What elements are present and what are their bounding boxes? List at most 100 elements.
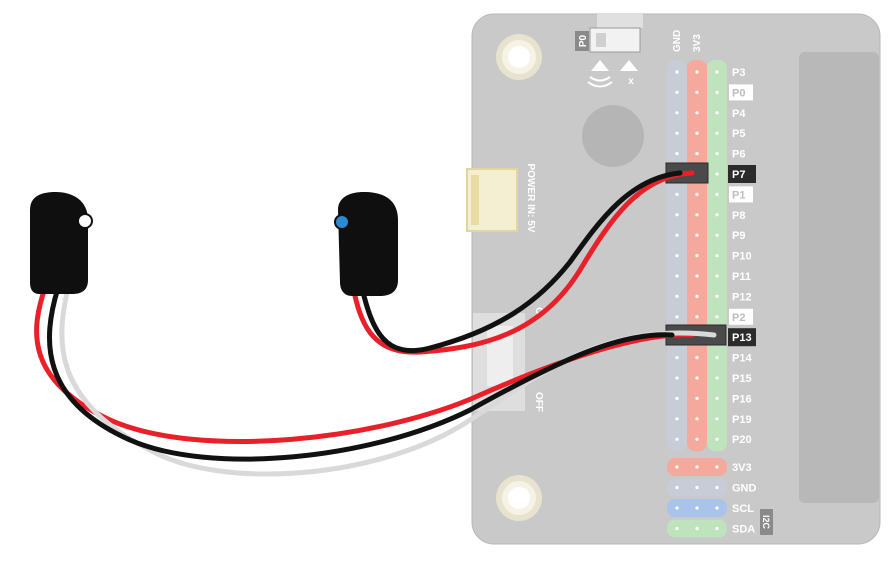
pin-label-p14: P14 — [732, 353, 752, 365]
pin-hole — [695, 131, 699, 135]
sound-waves-icon — [587, 60, 613, 88]
pin-hole — [715, 294, 719, 298]
pin-hole — [715, 172, 719, 176]
pin-hole — [695, 465, 699, 469]
pin-label-p7: P7 — [732, 169, 745, 181]
pin-label-outline — [729, 186, 753, 203]
right-sensor-led — [334, 214, 350, 230]
pin-hole — [715, 90, 719, 94]
pin-hole — [675, 485, 679, 490]
pin-hole — [675, 315, 679, 319]
pin-label-p6: P6 — [732, 149, 745, 161]
pin-hole — [695, 213, 699, 217]
pin-hole — [695, 437, 699, 441]
pin-label-p19: P19 — [732, 414, 752, 426]
pin-hole — [715, 356, 719, 360]
power-label: POWER IN: 5V — [525, 164, 536, 233]
pin-hole — [715, 526, 719, 531]
pin-hole — [695, 376, 699, 380]
pin-hole — [715, 396, 719, 400]
pin-hole — [675, 506, 679, 510]
pin-hole — [695, 152, 699, 156]
buzzer — [582, 105, 644, 167]
pin-hole — [715, 274, 719, 278]
pin-hole — [675, 294, 679, 298]
pin-hole — [695, 192, 699, 196]
pin-hole — [715, 417, 719, 421]
pin-hole — [675, 254, 679, 258]
pin-label-p10: P10 — [732, 251, 752, 263]
buzzer-jumper — [589, 14, 643, 53]
pin-hole — [715, 315, 719, 319]
pin-hole — [695, 485, 699, 490]
mounting-hole-bottom — [496, 475, 542, 521]
pin-label-p13: P13 — [732, 332, 752, 344]
pin-hole — [695, 111, 699, 115]
pin-hole — [695, 417, 699, 421]
wire-black-right-sensor — [359, 170, 683, 354]
row-label-scl: SCL — [732, 503, 754, 515]
pin-label-p11: P11 — [732, 271, 751, 283]
pin-hole — [715, 506, 719, 510]
pin-label-p0: P0 — [732, 87, 745, 99]
svg-text:x: x — [628, 76, 634, 87]
pin-hole — [675, 437, 679, 441]
pin-hole — [675, 233, 679, 237]
pin-hole — [675, 152, 679, 156]
pin-hole — [715, 376, 719, 380]
pin-hole — [675, 376, 679, 380]
pin-hole — [675, 111, 679, 115]
right-sensor — [334, 192, 398, 296]
pin-label-p20: P20 — [732, 434, 752, 446]
wire-black-left-sensor — [47, 285, 675, 462]
pin-label-highlight — [728, 165, 756, 183]
pin-label-p16: P16 — [732, 393, 752, 405]
pin-hole — [695, 90, 699, 94]
pin-hole — [675, 274, 679, 278]
pin-hole — [675, 417, 679, 421]
pin-hole — [675, 90, 679, 94]
pin-label-p3: P3 — [732, 67, 745, 79]
left-sensor-led — [77, 213, 93, 229]
i2c-label: I2C — [761, 515, 771, 530]
row-label-gnd: GND — [732, 483, 757, 495]
pin-hole — [695, 274, 699, 278]
pin-hole — [715, 152, 719, 156]
pin-hole — [715, 485, 719, 490]
pin-hole — [675, 465, 679, 469]
pin-header — [667, 60, 727, 452]
pin-labels: P3P0P4P5P6P7P1P8P9P10P11P12P2P13P14P15P1… — [728, 67, 756, 446]
pin-label-p9: P9 — [732, 230, 745, 242]
pin-label-outline — [729, 84, 753, 101]
pin-hole — [695, 70, 699, 74]
pin-hole — [715, 233, 719, 237]
3v3-column-label: 3V3 — [692, 34, 703, 52]
pin-hole — [695, 356, 699, 360]
pin-label-p12: P12 — [732, 291, 752, 303]
pin-hole — [675, 396, 679, 400]
pin-hole — [715, 465, 719, 469]
mounting-hole-top — [496, 34, 542, 80]
edge-connector-slot — [799, 52, 879, 503]
row-label-sda: SDA — [732, 524, 755, 536]
pin-hole — [675, 526, 679, 531]
pin-hole — [675, 356, 679, 360]
pin-label-outline — [729, 308, 753, 325]
pin-hole — [715, 213, 719, 217]
pin-hole — [695, 254, 699, 258]
pin-label-p15: P15 — [732, 373, 752, 385]
pin-hole — [695, 294, 699, 298]
row-label-3v3: 3V3 — [732, 462, 752, 474]
pin-hole — [695, 233, 699, 237]
pin-label-highlight — [728, 328, 756, 347]
pin-hole — [675, 70, 679, 74]
pin-label-p5: P5 — [732, 128, 745, 140]
pin-label-p8: P8 — [732, 210, 745, 222]
buzzer-pin-label: P0 — [578, 34, 589, 47]
left-sensor — [30, 192, 93, 294]
pin-hole — [695, 315, 699, 319]
pin-hole — [695, 396, 699, 400]
